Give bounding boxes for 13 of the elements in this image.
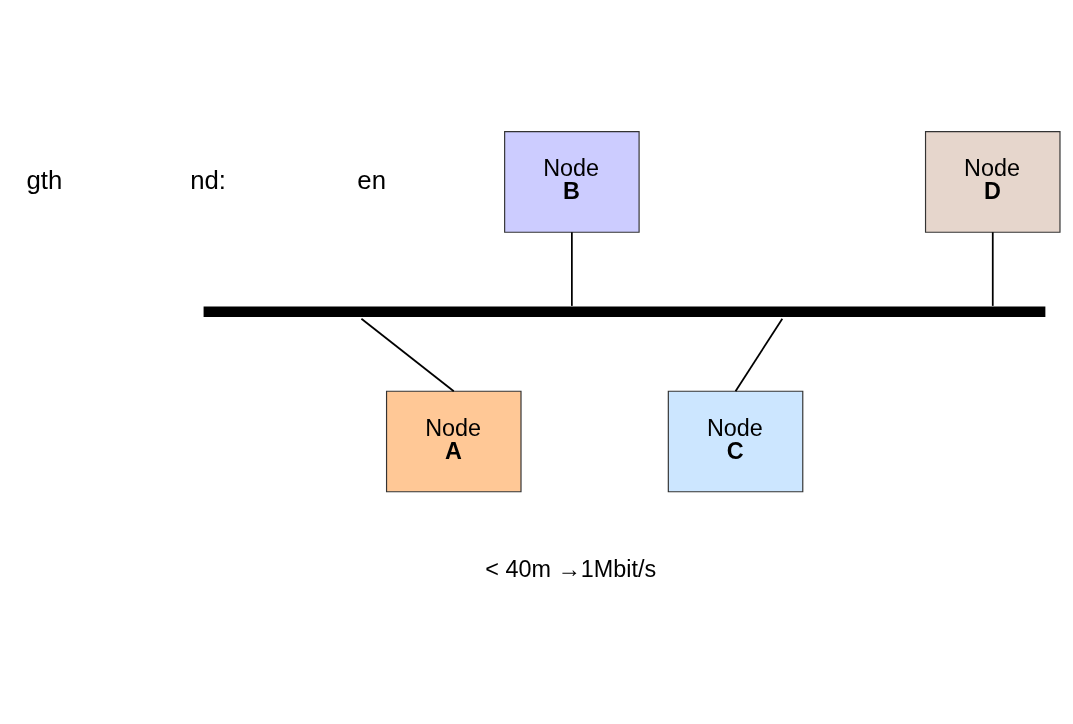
connector (734, 317, 784, 393)
connector (571, 231, 573, 307)
node-box: Node A (385, 390, 522, 493)
label: en (357, 165, 386, 194)
connector (991, 231, 994, 307)
node-box: Node D (924, 131, 1061, 233)
connector (360, 317, 455, 393)
label: < 40m →1Mbit/s (485, 556, 657, 583)
node-bar (203, 306, 1046, 317)
node-box: Node B (504, 131, 640, 233)
label: nd: (190, 165, 226, 194)
node-box: Node C (667, 390, 804, 493)
label: gth (26, 165, 63, 194)
